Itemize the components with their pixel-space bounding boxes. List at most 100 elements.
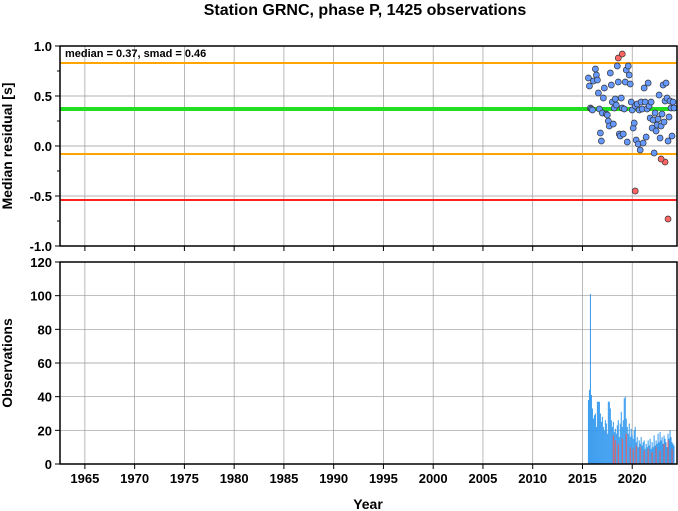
observation-bar: [666, 447, 668, 464]
observations-y-tick-label: 120: [30, 255, 52, 270]
residual-point: [600, 94, 607, 102]
observation-bar: [622, 420, 624, 464]
observation-bar: [668, 438, 670, 464]
observation-bar: [656, 443, 658, 464]
residual-point: [630, 119, 638, 127]
observation-bar: [601, 416, 603, 464]
residual-point: [650, 149, 658, 157]
observation-bar: [665, 442, 667, 464]
year-x-tick-label: 1965: [70, 471, 99, 486]
observation-bar: [660, 440, 662, 464]
residual-point: [586, 82, 593, 90]
outlier-observation-bar: [643, 450, 645, 464]
outlier-observation-bar: [647, 448, 649, 464]
observations-bars: [587, 293, 675, 464]
observation-bar: [592, 418, 594, 464]
residual-grid: [60, 45, 677, 251]
residual-point: [624, 62, 632, 70]
observations-y-tick-label: 20: [38, 423, 52, 438]
observation-bar: [591, 408, 593, 464]
observation-bar: [644, 448, 646, 464]
residual-point: [652, 127, 660, 135]
year-x-tick-label: 1975: [170, 471, 199, 486]
year-x-tick-label: 2015: [568, 471, 597, 486]
outlier-observation-bar: [612, 435, 614, 464]
residual-point: [619, 130, 627, 138]
observation-bar: [594, 413, 596, 464]
observation-bar: [669, 430, 671, 464]
residual-point: [625, 71, 633, 79]
residual-y-tick-label: -1.0: [30, 239, 52, 254]
residual-points: [585, 50, 678, 223]
outlier-observation-bar: [655, 447, 657, 464]
observation-bar: [630, 428, 632, 464]
observation-bar: [618, 437, 620, 464]
residual-point: [620, 105, 628, 113]
year-x-tick-label: 2005: [468, 471, 497, 486]
residual-point: [639, 139, 647, 147]
observation-bar: [602, 426, 604, 464]
residual-point: [669, 98, 677, 106]
observation-bar: [664, 438, 666, 464]
observation-bar: [604, 420, 606, 464]
observation-bar: [606, 433, 608, 464]
residual-point: [614, 78, 622, 86]
residual-point: [627, 98, 635, 106]
observation-bar: [659, 432, 661, 464]
observation-bar: [609, 408, 611, 464]
residual-point: [623, 138, 631, 146]
year-x-tick-label: 1990: [319, 471, 348, 486]
chart-title: Station GRNC, phase P, 1425 observations: [204, 2, 527, 19]
observations-y-tick-label: 0: [45, 457, 52, 472]
residual-point: [595, 89, 602, 97]
year-x-tick-label: 1970: [120, 471, 149, 486]
residual-y-axis-title: Median residual [s]: [0, 83, 15, 210]
observation-bar: [649, 438, 651, 464]
outlier-observation-bar: [651, 452, 653, 464]
observations-y-tick-label: 80: [38, 322, 52, 337]
residual-point: [665, 113, 673, 121]
year-x-tick-label: 1995: [369, 471, 398, 486]
observation-bar: [658, 442, 660, 464]
observation-bar: [597, 401, 599, 464]
observation-bar: [650, 448, 652, 464]
observation-bar: [662, 443, 664, 464]
year-x-tick-label: 2010: [518, 471, 547, 486]
residual-point: [642, 133, 650, 141]
observation-bar: [611, 426, 613, 464]
residual-point: [626, 80, 634, 88]
observation-bar: [587, 400, 589, 464]
residual-point: [636, 146, 644, 154]
residual-reference-lines: [60, 62, 677, 201]
observation-bar: [598, 401, 600, 464]
median-smad-annotation: median = 0.37, smad = 0.46: [65, 48, 206, 60]
observation-bar: [637, 447, 639, 464]
residual-point: [660, 118, 668, 126]
observation-bar: [603, 430, 605, 464]
outlier-observation-bar: [671, 448, 673, 464]
observation-bar: [638, 440, 640, 464]
residual-point: [611, 95, 619, 103]
observation-bar: [616, 425, 618, 464]
observation-bar: [657, 433, 659, 464]
observations-y-tick-label: 60: [38, 356, 52, 371]
residual-point: [655, 91, 663, 99]
residual-outlier-point: [664, 215, 672, 223]
observations-y-tick-label: 100: [30, 289, 52, 304]
residual-point: [594, 76, 601, 84]
observation-bar: [672, 443, 674, 464]
observation-bar: [608, 401, 610, 464]
observation-bar: [626, 426, 628, 464]
residual-point: [658, 110, 666, 118]
residual-point: [654, 115, 662, 123]
observation-bar: [645, 443, 647, 464]
outlier-observation-bar: [621, 438, 623, 464]
residual-point: [609, 120, 617, 128]
observation-bar: [661, 437, 663, 464]
observation-bar: [624, 396, 626, 464]
residual-outlier-point: [657, 155, 665, 163]
observation-bar: [620, 411, 622, 464]
residual-point: [592, 65, 599, 73]
observation-bar: [599, 413, 601, 464]
